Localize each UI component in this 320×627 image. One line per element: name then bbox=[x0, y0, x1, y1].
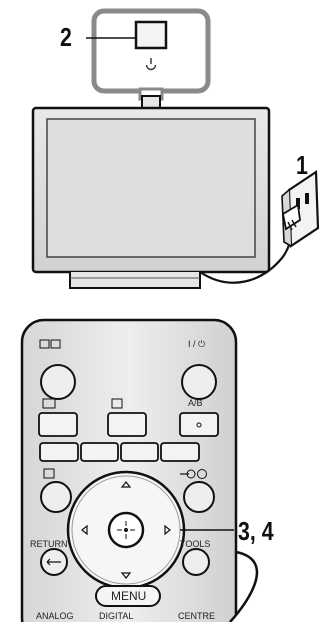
menu-label: MENU bbox=[111, 589, 147, 603]
input-icon bbox=[180, 469, 196, 479]
left-arrow-icon bbox=[81, 524, 88, 536]
menu-button[interactable] bbox=[95, 585, 161, 607]
right-arrow-icon bbox=[164, 524, 171, 536]
tv-set bbox=[31, 95, 271, 289]
freeze-button[interactable] bbox=[107, 412, 147, 437]
guide-icon bbox=[197, 469, 207, 479]
analog-label: ANALOG bbox=[36, 611, 74, 621]
down-arrow-icon bbox=[120, 572, 132, 579]
wide-mode-button[interactable] bbox=[38, 412, 78, 437]
return-label: RETURN bbox=[30, 539, 68, 549]
tools-label: TOOLS bbox=[180, 539, 211, 549]
callout-step-1: 1 bbox=[296, 150, 308, 180]
red-button[interactable] bbox=[39, 442, 79, 462]
tools-button[interactable] bbox=[182, 548, 210, 576]
wide-mode-icon bbox=[42, 398, 56, 409]
input-button[interactable] bbox=[183, 481, 215, 513]
up-arrow-icon bbox=[120, 481, 132, 488]
digital-label: DIGITAL bbox=[99, 611, 134, 621]
teletext-button[interactable] bbox=[40, 481, 72, 513]
teletext-icon bbox=[43, 468, 55, 479]
blue-button[interactable] bbox=[160, 442, 200, 462]
remote-cut-edge bbox=[229, 550, 259, 623]
help-icon bbox=[50, 339, 61, 349]
info-button[interactable] bbox=[40, 364, 76, 400]
callout-step-2: 2 bbox=[60, 22, 72, 52]
power-switch[interactable] bbox=[86, 20, 168, 50]
return-arrow-icon bbox=[46, 558, 61, 566]
standby-label: I / ⏻ bbox=[188, 339, 206, 349]
ab-button[interactable] bbox=[179, 412, 219, 437]
ok-button[interactable] bbox=[107, 511, 145, 549]
power-symbol-icon bbox=[145, 58, 157, 71]
callout-step-3-4: 3, 4 bbox=[238, 516, 274, 546]
info-icon bbox=[39, 339, 50, 349]
freeze-icon bbox=[111, 398, 123, 409]
standby-button[interactable] bbox=[181, 364, 217, 400]
centre-label: CENTRE bbox=[178, 611, 216, 621]
ab-label: A/B bbox=[188, 398, 203, 408]
remote-control bbox=[20, 318, 238, 622]
green-button[interactable] bbox=[80, 442, 119, 462]
yellow-button[interactable] bbox=[120, 442, 159, 462]
wall-socket-icon bbox=[281, 169, 320, 249]
